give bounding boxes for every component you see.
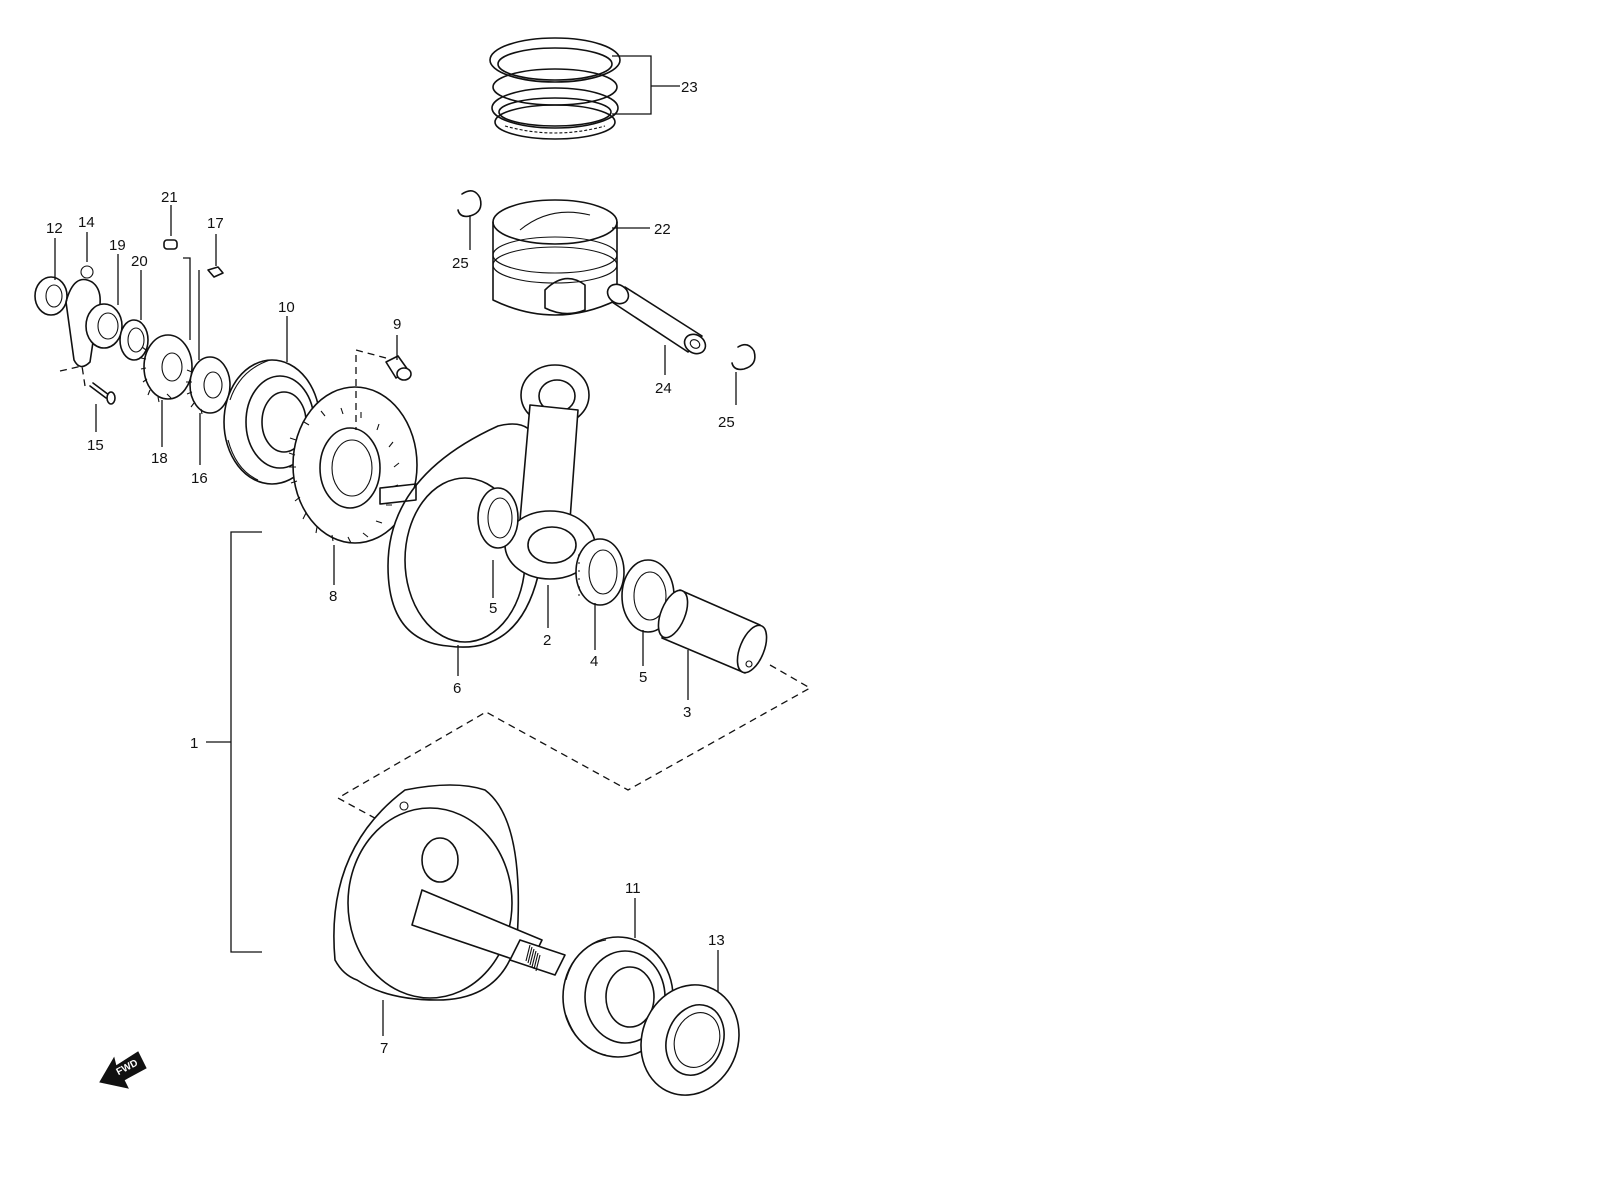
- callout-16: 16: [191, 470, 208, 487]
- callout-17: 17: [207, 215, 224, 232]
- piston-pin: [606, 283, 707, 355]
- callout-21: 21: [161, 189, 178, 206]
- callout-20: 20: [131, 253, 148, 270]
- gear-18: [140, 334, 193, 403]
- leader-lines: [54, 55, 737, 1036]
- oil-seal-13: [640, 984, 740, 1096]
- thrust-washer-5-inner: [477, 487, 519, 549]
- bolt-15: [89, 382, 116, 405]
- callout-14: 14: [78, 214, 95, 231]
- callout-25-left: 25: [452, 255, 469, 272]
- connecting-rod-2: [504, 364, 596, 580]
- crank-pin-3: [657, 589, 768, 674]
- retainer-plate-14: [65, 278, 101, 368]
- needle-bearing-4: [575, 538, 625, 606]
- piston-rings: [489, 37, 621, 140]
- callout-19: 19: [109, 237, 126, 254]
- callout-3: 3: [683, 704, 691, 721]
- forward-arrow-icon: FWD: [99, 1051, 147, 1089]
- callout-23: 23: [681, 79, 698, 96]
- piston-circlip-right: [731, 343, 756, 371]
- callout-labels: 1 2 3 4 5 5 6 7 8 9 10 11 12 13 14 15 16…: [46, 79, 735, 1057]
- assembly-outline: [336, 664, 812, 823]
- callout-4: 4: [590, 653, 598, 670]
- callout-8: 8: [329, 588, 337, 605]
- sprocket-16: [186, 356, 231, 415]
- callout-24: 24: [655, 380, 672, 397]
- key-17: [207, 266, 224, 278]
- washer-20: [119, 319, 149, 361]
- oil-seal-12: [34, 276, 68, 316]
- plug-9: [385, 355, 412, 381]
- callout-5-outer: 5: [639, 669, 647, 686]
- piston-circlip-left: [457, 190, 482, 218]
- assembly-bracket: [206, 531, 262, 953]
- callout-25-right: 25: [718, 414, 735, 431]
- callout-11: 11: [625, 880, 641, 897]
- callout-22: 22: [654, 221, 671, 238]
- nut-19: [85, 303, 123, 349]
- callout-15: 15: [87, 437, 104, 454]
- callout-13: 13: [708, 932, 725, 949]
- callout-5-inner: 5: [489, 600, 497, 617]
- piston: [492, 199, 618, 316]
- callout-6: 6: [453, 680, 461, 697]
- crank-web-7: [333, 784, 566, 1001]
- callout-7: 7: [380, 1040, 388, 1057]
- callout-2: 2: [543, 632, 551, 649]
- callout-1: 1: [190, 735, 198, 752]
- callout-9: 9: [393, 316, 401, 333]
- callout-10: 10: [278, 299, 295, 316]
- key-21: [163, 239, 178, 250]
- callout-18: 18: [151, 450, 168, 467]
- callout-12: 12: [46, 220, 63, 237]
